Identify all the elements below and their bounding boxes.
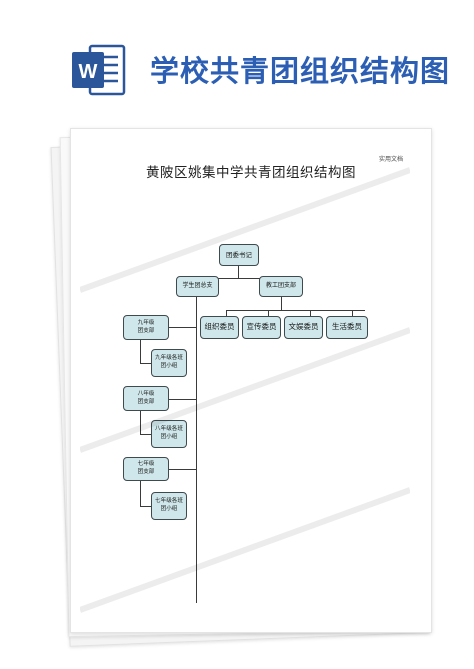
node-grade9-group: 九年级各班团小组 <box>151 349 187 377</box>
connector-line <box>281 297 282 310</box>
word-document-icon: W <box>72 44 126 96</box>
node-grade8-group: 八年级各班团小组 <box>151 420 187 448</box>
node-grade8-branch: 八年级团支部 <box>123 386 169 411</box>
document-title: 黄陂区姚集中学共青团组织结构图 <box>146 165 356 181</box>
node-grade7-group: 七年级各班团小组 <box>151 492 187 520</box>
connector-line <box>226 310 365 311</box>
connector-line <box>140 411 141 435</box>
banner-title: 学校共青团组织结构图 <box>150 54 451 88</box>
node-recreation-member: 文娱委员 <box>284 316 323 339</box>
node-publicity-member: 宣传委员 <box>242 316 281 339</box>
connector-line <box>169 469 197 470</box>
connector-line <box>140 481 141 507</box>
connector-line <box>140 506 152 507</box>
connector-line <box>169 327 197 328</box>
connector-line <box>140 363 152 364</box>
connector-line <box>226 310 227 316</box>
connector-line <box>238 266 239 278</box>
connector-line <box>352 310 353 316</box>
page-header-note: 实用文档 <box>378 156 403 163</box>
node-grade9-branch: 九年级团支部 <box>123 315 169 340</box>
connector-line <box>268 310 269 316</box>
node-grade7-branch: 七年级团支部 <box>123 457 169 481</box>
node-life-member: 生活委员 <box>326 316 368 339</box>
document-page: 实用文档 黄陂区姚集中学共青团组织结构图 团委书记 学生团总支 教工团支部 组织… <box>70 128 432 633</box>
connector-line <box>140 434 152 435</box>
connector-line <box>140 339 141 364</box>
node-teacher-branch: 教工团支部 <box>259 276 303 297</box>
header-banner: W 学校共青团组织结构图 <box>0 0 474 110</box>
connector-line <box>196 278 282 279</box>
node-student-general-branch: 学生团总支 <box>176 276 219 297</box>
node-youth-league-secretary: 团委书记 <box>219 244 259 266</box>
node-organization-member: 组织委员 <box>200 316 239 339</box>
logo-letter: W <box>79 61 98 83</box>
connector-line <box>310 310 311 316</box>
connector-line <box>169 399 197 400</box>
student-branch-trunk <box>196 297 197 603</box>
